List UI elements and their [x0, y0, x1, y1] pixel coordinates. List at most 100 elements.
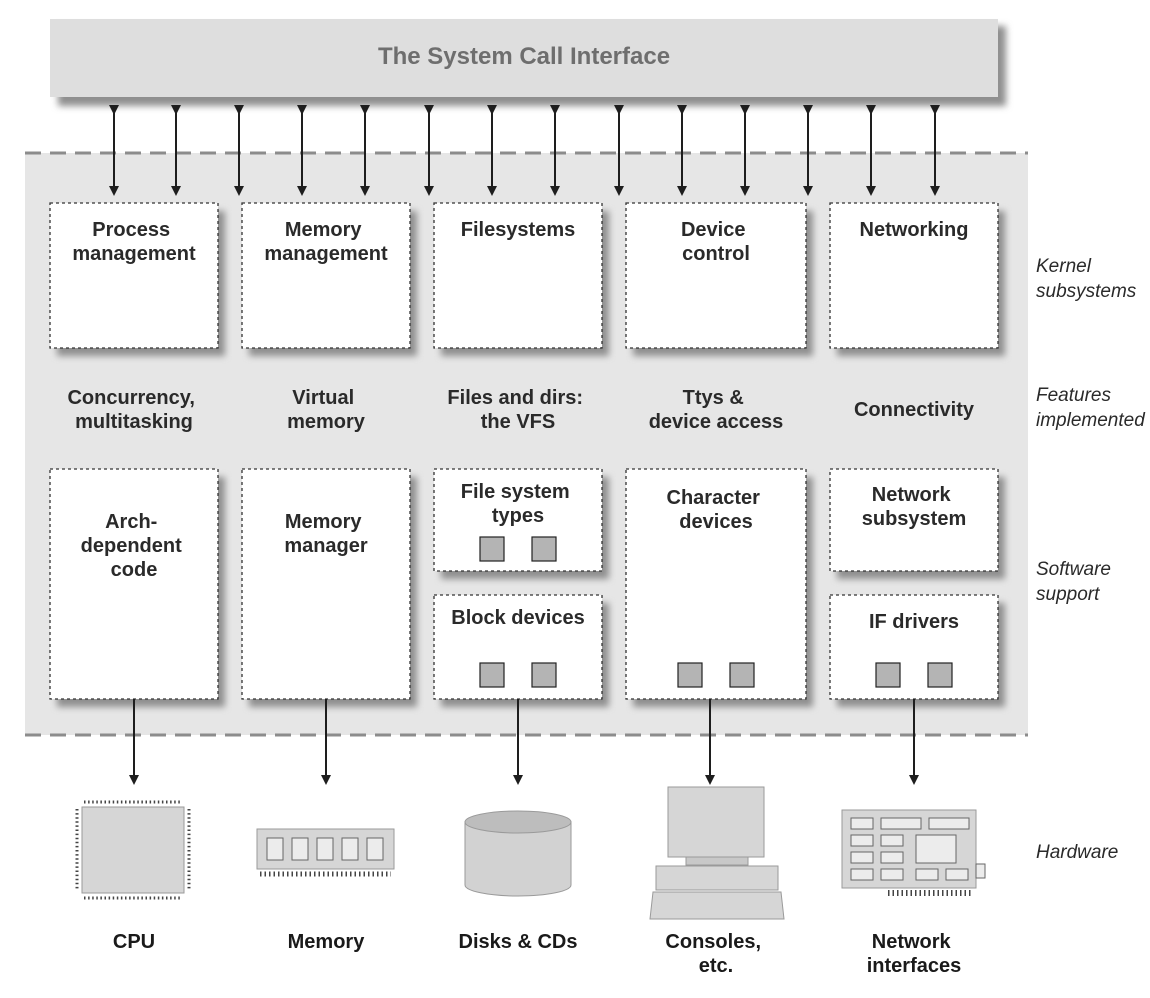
card-component	[880, 868, 904, 881]
card-component	[880, 834, 904, 847]
monitor	[667, 786, 765, 858]
box	[829, 468, 999, 572]
keyboard	[649, 891, 785, 920]
feature-memory: Virtual memory	[287, 387, 366, 433]
label-line: Hardware	[1036, 842, 1118, 863]
label-line: management	[264, 243, 388, 265]
feature-line: Virtual	[292, 387, 354, 409]
monitor-stand	[685, 856, 749, 866]
label-line: support	[1036, 584, 1100, 605]
label-line: CPU	[113, 931, 155, 953]
side-label-features: Features implemented	[1036, 385, 1146, 431]
label-line: Character	[667, 487, 761, 509]
label-line: dependent	[81, 535, 182, 557]
label-line: etc.	[699, 955, 733, 977]
support-char-devices: Character devices	[625, 468, 813, 707]
label-line: Software	[1036, 559, 1111, 580]
feature-line: device access	[649, 411, 784, 433]
label-line: Kernel	[1036, 256, 1092, 277]
console-computer-icon	[649, 786, 785, 920]
label-line: code	[111, 559, 158, 581]
card-component	[850, 851, 874, 864]
hardware-label-memory: Memory	[288, 931, 366, 953]
label-line: interfaces	[867, 955, 962, 977]
card-bracket	[975, 863, 986, 879]
arch-code-label: Arch- dependent code	[81, 511, 188, 581]
card-component	[915, 868, 939, 881]
card-component	[850, 868, 874, 881]
side-label-kernel-subsystems: Kernel subsystems	[1036, 256, 1137, 302]
box	[829, 202, 999, 349]
module-chip	[875, 662, 901, 688]
fs-types-label: File system types	[461, 481, 576, 527]
side-label-software-support: Software support	[1036, 559, 1116, 605]
subsystem-label-networking: Networking	[860, 219, 969, 241]
feature-filesystems: Files and dirs: the VFS	[447, 387, 588, 433]
syscall-title: The System Call Interface	[378, 43, 670, 70]
label-line: Memory	[285, 511, 363, 533]
memory-manager-label: Memory manager	[284, 511, 368, 557]
card-component	[928, 817, 970, 830]
hardware-label-consoles: Consoles, etc.	[665, 931, 766, 977]
label-line: Network	[872, 484, 952, 506]
cpu-chip-icon	[75, 800, 191, 900]
hardware-labels: CPU Memory Disks & CDs Consoles, etc. Ne…	[113, 931, 961, 977]
label-line: manager	[284, 535, 368, 557]
network-card-icon	[841, 809, 986, 896]
label-line: Block devices	[451, 607, 584, 629]
feature-line: Files and dirs:	[447, 387, 583, 409]
feature-line: memory	[287, 411, 366, 433]
support-if-drivers: IF drivers	[829, 594, 1005, 707]
module-chip	[677, 662, 703, 688]
subsystem-label-device: Device control	[681, 219, 751, 265]
label-line: Features	[1036, 385, 1111, 406]
side-labels: Kernel subsystems Features implemented S…	[1036, 256, 1146, 863]
label-line: management	[72, 243, 196, 265]
module-chip	[479, 536, 505, 562]
box	[241, 468, 411, 700]
module-chip	[531, 662, 557, 688]
feature-line: Concurrency,	[67, 387, 194, 409]
label-line: Device	[681, 219, 746, 241]
box	[625, 468, 807, 700]
memory-cell	[266, 837, 284, 861]
feature-process: Concurrency, multitasking	[67, 387, 200, 433]
box	[433, 594, 603, 700]
system-call-interface: The System Call Interface	[50, 19, 1006, 106]
box	[241, 202, 411, 349]
module-chip	[927, 662, 953, 688]
subsystem-device: Device control	[625, 202, 813, 356]
memory-cell	[341, 837, 359, 861]
label-line: Memory	[288, 931, 366, 953]
module-chip	[479, 662, 505, 688]
card-component	[850, 817, 874, 830]
memory-cell	[366, 837, 384, 861]
features-row: Concurrency, multitasking Virtual memory…	[67, 387, 974, 433]
card-component	[880, 817, 922, 830]
label-line: Filesystems	[461, 219, 576, 241]
feature-device: Ttys & device access	[649, 387, 784, 433]
box	[433, 468, 603, 572]
label-line: Consoles,	[665, 931, 761, 953]
module-chip	[531, 536, 557, 562]
subsystem-label-memory: Memory management	[264, 219, 388, 265]
card-component	[945, 868, 969, 881]
disk-cylinder-icon	[464, 810, 572, 897]
label-line: Arch-	[105, 511, 157, 533]
cylinder-body	[464, 821, 572, 897]
system-unit	[655, 865, 779, 891]
hardware-label-cpu: CPU	[113, 931, 155, 953]
label-line: control	[682, 243, 750, 265]
subsystem-label-filesystems: Filesystems	[461, 219, 576, 241]
side-label-hardware: Hardware	[1036, 842, 1118, 863]
syscall-arrows	[109, 105, 940, 196]
subsystem-memory: Memory management	[241, 202, 417, 356]
label-line: types	[492, 505, 544, 527]
if-drivers-label: IF drivers	[869, 611, 959, 633]
memory-cell	[291, 837, 309, 861]
box	[433, 202, 603, 349]
support-net-subsystem: Network subsystem	[829, 468, 1005, 579]
support-fs-types: File system types	[433, 468, 609, 579]
label-line: File system	[461, 481, 570, 503]
card-component	[880, 851, 904, 864]
